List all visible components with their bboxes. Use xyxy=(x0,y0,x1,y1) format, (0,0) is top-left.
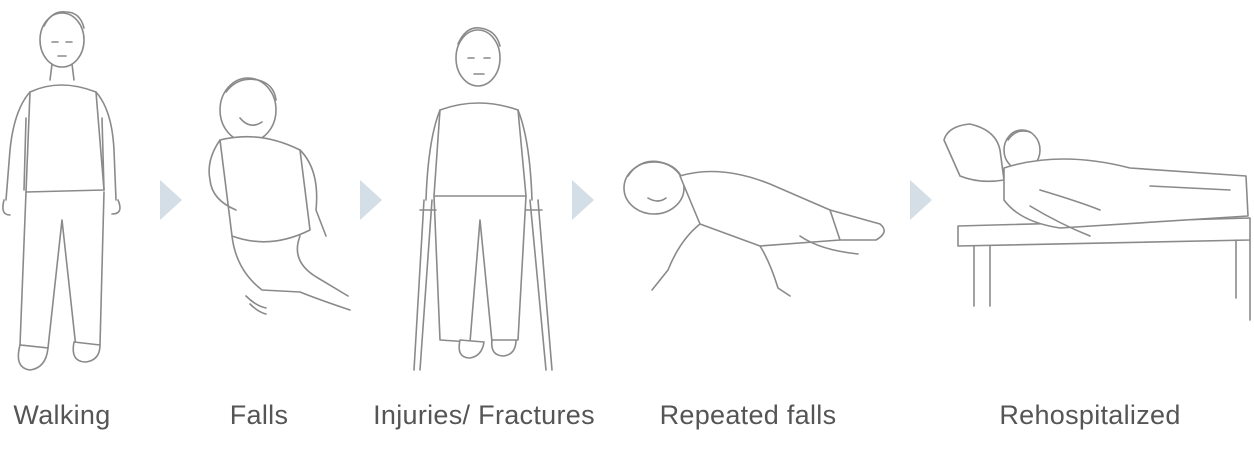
stage-label-falls: Falls xyxy=(230,400,289,431)
man-fallen-icon xyxy=(624,161,884,296)
stage-label-rehospitalized: Rehospitalized xyxy=(999,400,1180,431)
chevron-right-icon xyxy=(160,180,182,220)
stage-label-injuries: Injuries/ Fractures xyxy=(373,400,595,431)
man-on-crutches-icon xyxy=(414,28,552,370)
patient-in-bed-icon xyxy=(944,124,1250,320)
chevron-right-icon xyxy=(910,180,932,220)
stage-label-repeated-falls: Repeated falls xyxy=(660,400,837,431)
standing-man-icon xyxy=(3,12,120,370)
chevron-right-icon xyxy=(572,180,594,220)
stage-label-walking: Walking xyxy=(13,400,110,431)
falling-man-icon xyxy=(209,78,350,314)
chevron-right-icon xyxy=(360,180,382,220)
